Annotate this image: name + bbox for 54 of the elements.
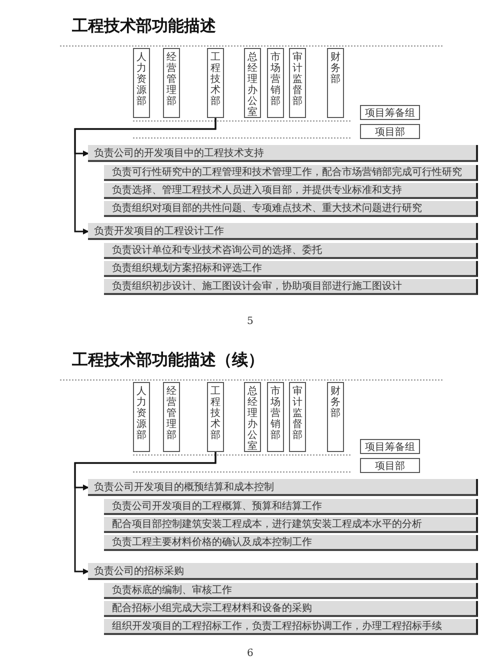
department-box [327, 48, 344, 118]
department-name: 财务部 [330, 52, 340, 87]
task-bar: 负责选择、管理工程技术人员进入项目部，并提供专业标准和支持 [104, 183, 478, 199]
department-name: 市场营销部 [270, 386, 280, 443]
department-box [267, 382, 284, 452]
unit-box: 项目部 [360, 458, 420, 473]
task-bar: 组织开发项目的工程招标工作，负责工程招标协调工作，办理工程招标手续 [104, 619, 478, 635]
department-name: 工程技术部 [210, 386, 220, 443]
department-name: 工程技术部 [210, 52, 220, 109]
task-bar: 负责标底的编制、审核工作 [104, 583, 478, 599]
department-box [133, 48, 150, 118]
page-title: 工程技术部功能描述 [72, 16, 216, 37]
function-bar: 负责公司的开发项目中的工程技术支持 [88, 145, 478, 162]
department-box [289, 382, 306, 452]
department-box [244, 48, 261, 118]
connector-arrow [74, 452, 216, 574]
department-box [327, 382, 344, 452]
task-bar: 负责组织规划方案招标和评选工作 [104, 261, 478, 277]
department-name: 经营管理部 [166, 52, 176, 109]
department-name: 经营管理部 [166, 386, 176, 443]
department-name: 总经理办公室 [248, 52, 258, 117]
department-name: 财务部 [330, 386, 340, 421]
function-bar: 负责公司开发项目的概预结算和成本控制 [88, 479, 478, 496]
task-bar: 负责组织对项目部的共性问题、专项难点技术、重大技术问题进行研究 [104, 201, 478, 217]
department-name: 审计监督部 [292, 52, 302, 109]
task-bar: 负责组织初步设计、施工图设计会审，协助项目部进行施工图设计 [104, 279, 478, 295]
unit-box: 项目筹备组 [360, 439, 420, 454]
department-box [289, 48, 306, 118]
page-number: 5 [247, 316, 254, 327]
department-name: 审计监督部 [292, 386, 302, 443]
department-name: 人力资源部 [136, 386, 146, 443]
task-bar: 负责设计单位和专业技术咨询公司的选择、委托 [104, 243, 478, 259]
department-box [207, 48, 224, 118]
department-box [207, 382, 224, 452]
task-bar: 配合招标小组完成大宗工程材料和设备的采购 [104, 601, 478, 617]
department-name: 人力资源部 [136, 52, 146, 109]
connector-arrow [74, 118, 216, 234]
department-name: 总经理办公室 [248, 386, 258, 451]
unit-box: 项目部 [360, 124, 420, 139]
department-box [163, 382, 180, 452]
task-bar: 负责公司开发项目的工程概算、预算和结算工作 [104, 499, 478, 515]
task-bar: 负责工程主要材料价格的确认及成本控制工作 [104, 535, 478, 551]
unit-box: 项目筹备组 [360, 105, 420, 120]
task-bar: 配合项目部控制建筑安装工程成本，进行建筑安装工程成本水平的分析 [104, 517, 478, 533]
page-number: 6 [247, 648, 254, 659]
department-box [163, 48, 180, 118]
function-bar: 负责开发项目的工程设计工作 [88, 223, 478, 240]
department-box [244, 382, 261, 452]
function-bar: 负责公司的招标采购 [88, 563, 478, 580]
department-name: 市场营销部 [270, 52, 280, 109]
page-title: 工程技术部功能描述（续） [72, 350, 264, 371]
department-box [133, 382, 150, 452]
department-box [267, 48, 284, 118]
task-bar: 负责可行性研究中的工程管理和技术管理工作，配合市场营销部完成可行性研究 [104, 165, 478, 181]
